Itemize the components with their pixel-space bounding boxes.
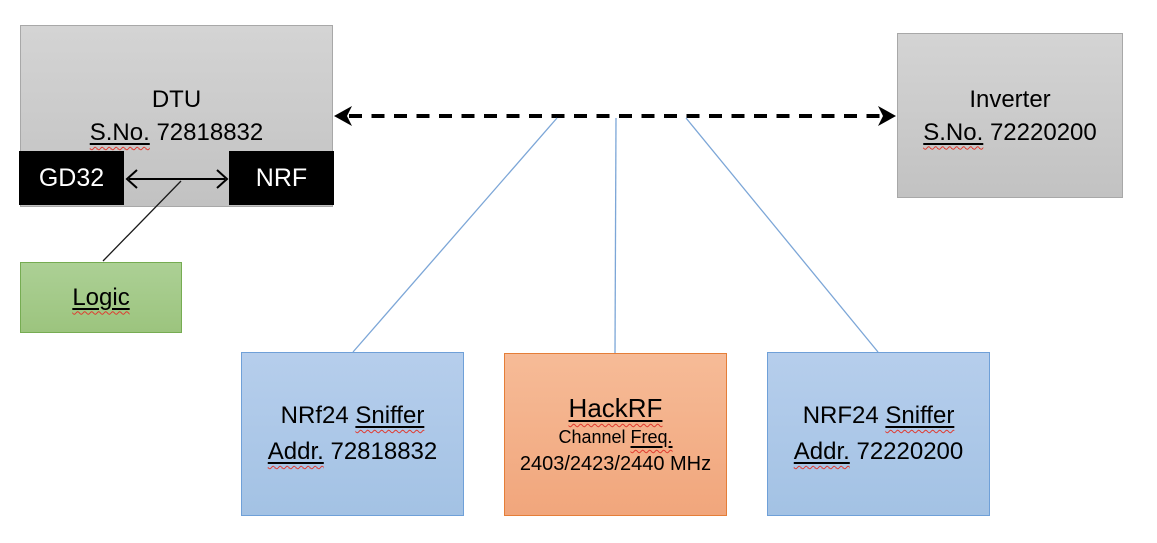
- logic-label: Logic: [72, 283, 130, 311]
- gd32-label: GD32: [38, 163, 105, 192]
- inverter-title: Inverter: [969, 85, 1051, 113]
- dtu-title: DTU: [151, 86, 202, 113]
- gd32-chip-box: GD32: [19, 151, 124, 205]
- nrf-chip-box: NRF: [229, 151, 334, 205]
- sniffer-left-box: NRf24 Sniffer Addr. 72818832: [241, 352, 464, 516]
- inverter-box: Inverter S.No. 72220200: [897, 33, 1123, 198]
- logic-box: Logic: [20, 262, 182, 333]
- sniffer-right-box: NRF24 Sniffer Addr. 72220200: [767, 352, 990, 516]
- inverter-serial: S.No. 72220200: [923, 118, 1097, 146]
- sniffer-left-addr: Addr. 72818832: [267, 438, 438, 465]
- hackrf-box: HackRF Channel Freq. 2403/2423/2440 MHz: [504, 353, 727, 516]
- hackrf-title: HackRF: [568, 393, 663, 423]
- hackrf-channel-freq: Channel Freq.: [558, 427, 673, 447]
- hackrf-frequencies: 2403/2423/2440 MHz: [519, 453, 712, 475]
- connector-to-sniffer-right: [685, 117, 879, 353]
- dtu-inverter-dashed-arrow: [334, 106, 896, 126]
- connector-to-sniffer-left: [352, 117, 558, 353]
- sniffer-right-addr: Addr. 72220200: [793, 438, 964, 465]
- nrf-label: NRF: [255, 163, 308, 192]
- dtu-serial: S.No. 72818832: [89, 119, 264, 146]
- sniffer-right-title: NRF24 Sniffer: [802, 402, 955, 429]
- sniffer-left-title: NRf24 Sniffer: [280, 402, 425, 429]
- connector-to-hackrf: [614, 117, 617, 354]
